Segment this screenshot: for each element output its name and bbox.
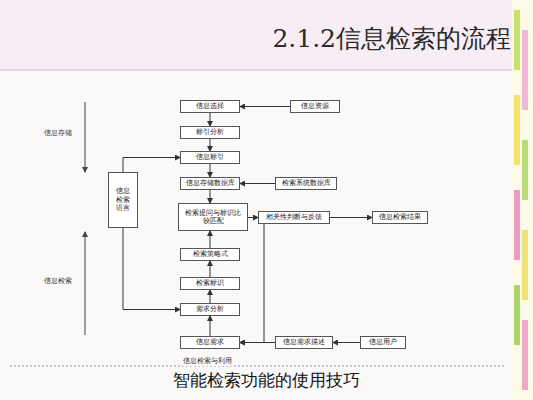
process-box: 信息存储数据库 (180, 177, 240, 190)
process-box: 标引分析 (180, 126, 240, 139)
title: 2.1.2信息检索的流程 (272, 22, 511, 55)
box-text: 信息存储数据库 (186, 179, 235, 187)
storage-arrow (85, 102, 86, 172)
process-box: 信息需求 (180, 336, 240, 349)
process-box: 检索标识 (180, 277, 240, 290)
process-box: 信息选择 (180, 100, 240, 113)
process-box: 信息资源 (290, 100, 340, 113)
box-text: 信息需求 (196, 338, 224, 346)
flow-arrow (123, 158, 180, 173)
box-text: 检索系统数据库 (282, 179, 331, 187)
process-box: 信息检索语言 (108, 172, 138, 228)
box-text: 信息检索结果 (379, 213, 421, 221)
box-text: 检索策略式 (193, 250, 228, 258)
box-text: 检索提问与标识比较匹配 (185, 209, 241, 226)
process-box: 信息检索结果 (372, 211, 428, 224)
process-box: 检索提问与标识比较匹配 (178, 203, 248, 231)
flow-arrow (333, 342, 360, 343)
box-text: 标引分析 (196, 128, 224, 136)
flow-arrow (210, 290, 211, 303)
process-box: 检索系统数据库 (275, 177, 337, 190)
side-label: 信息存储 (44, 128, 72, 138)
title-rule (0, 70, 533, 71)
dashed-rule (10, 366, 505, 367)
flow-arrow (240, 106, 290, 107)
flow-arrow (210, 113, 211, 126)
process-box: 相关性判断与反馈 (258, 211, 330, 224)
title-band (0, 0, 533, 70)
process-box: 信息标引 (180, 151, 240, 164)
box-text: 信息资源 (301, 102, 329, 110)
flow-arrow (210, 261, 211, 277)
flow-arrow (210, 190, 211, 203)
side-stripes (512, 0, 533, 400)
retrieval-arrow (85, 232, 86, 335)
box-text: 信息用户 (369, 338, 397, 346)
flow-arrow (210, 164, 211, 177)
flow-arrow (240, 224, 264, 343)
box-text: 相关性判断与反馈 (266, 213, 322, 221)
box-text: 信息选择 (196, 102, 224, 110)
box-text: 信息需求描述 (283, 338, 325, 346)
flow-arrow (210, 231, 211, 248)
process-box: 信息需求描述 (275, 336, 333, 349)
box-text: 需求分析 (196, 305, 224, 313)
flow-arrow (240, 183, 275, 184)
flow-arrow (123, 228, 180, 310)
box-text: 信息检索语言 (115, 187, 131, 212)
flow-arrow (210, 139, 211, 151)
flow-arrow (248, 217, 258, 218)
caption: 智能检索功能的使用技巧 (0, 369, 533, 392)
process-box: 信息用户 (360, 336, 406, 349)
side-label: 信息检索与利用 (183, 356, 232, 366)
flow-arrow (210, 316, 211, 336)
box-text: 信息标引 (196, 153, 224, 161)
side-label: 信息检索 (44, 276, 72, 286)
process-box: 检索策略式 (180, 248, 240, 261)
process-box: 需求分析 (180, 303, 240, 316)
flow-arrow (330, 217, 372, 218)
box-text: 检索标识 (196, 279, 224, 287)
